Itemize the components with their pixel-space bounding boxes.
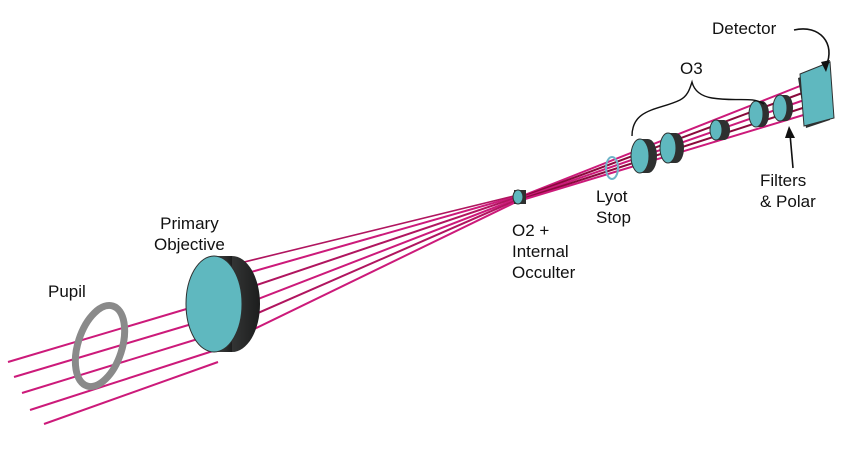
label-detector: Detector <box>712 19 777 38</box>
ray <box>29 349 217 411</box>
ray <box>243 199 521 335</box>
ray <box>235 196 519 293</box>
ray <box>231 194 519 266</box>
ray <box>43 361 219 425</box>
primary-objective-lens <box>185 255 260 353</box>
label-filters-polar: Filters & Polar <box>760 171 816 211</box>
pupil-ring <box>71 301 129 391</box>
o2-lens <box>512 189 526 205</box>
label-o3: O3 <box>680 59 703 78</box>
o3-lens-group <box>630 100 769 174</box>
label-o2-internal-occulter: O2 + Internal Occulter <box>512 221 576 282</box>
ray <box>239 197 520 307</box>
label-primary-objective: Primary Objective <box>154 214 225 254</box>
o3-bracket <box>631 79 765 137</box>
filters-polarizer <box>772 94 793 122</box>
detector-pointer-arrow <box>793 28 830 72</box>
ray <box>13 317 213 378</box>
ray <box>7 301 211 363</box>
ray <box>241 198 520 321</box>
ray-bundle <box>7 85 821 425</box>
label-lyot-stop: Lyot Stop <box>596 187 631 227</box>
lyot-stop <box>605 156 619 180</box>
detector <box>798 61 835 128</box>
filters-pointer-arrow <box>785 126 795 169</box>
ray <box>229 195 519 279</box>
label-pupil: Pupil <box>48 282 86 301</box>
